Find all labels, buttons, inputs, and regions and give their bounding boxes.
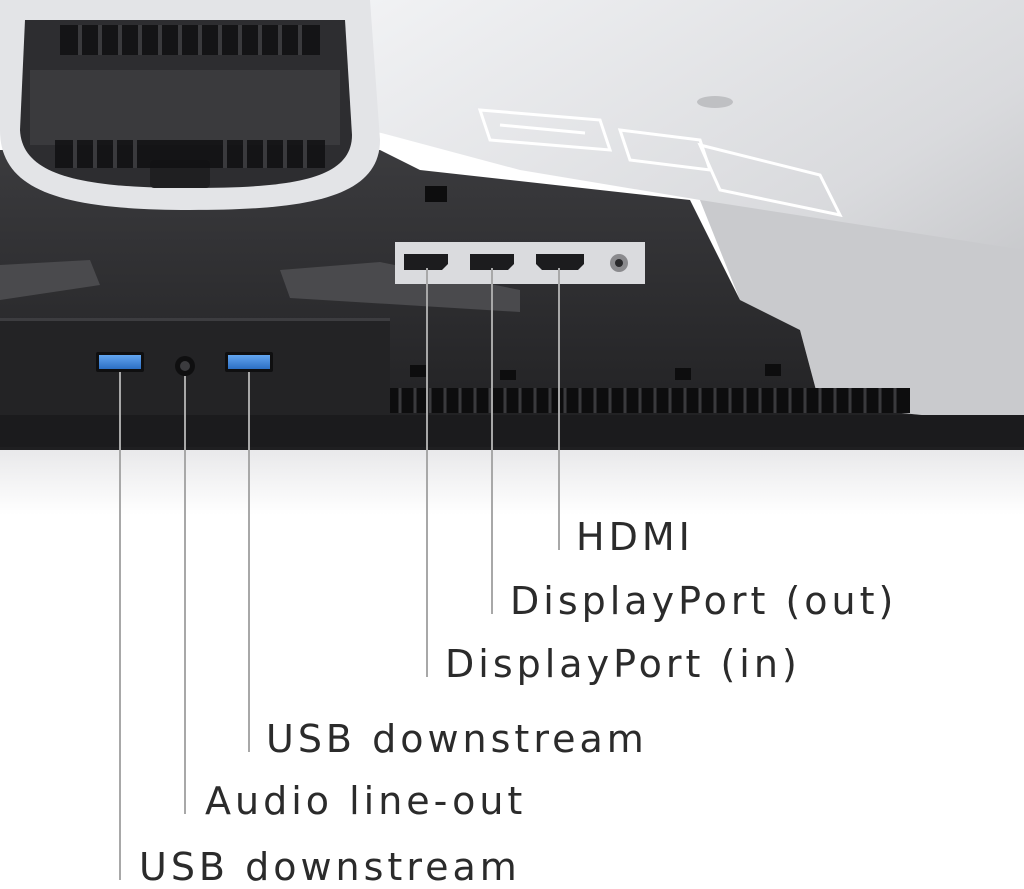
displayport-in-port-icon: [404, 254, 448, 270]
usb-downstream-left-port-icon: [96, 352, 144, 372]
displayport-out-port-icon: [470, 254, 514, 270]
callout-label-hdmi: HDMI: [576, 515, 694, 559]
callout-label-usb-downstream-right: USB downstream: [266, 717, 648, 761]
brand-logo-outline-icon: [477, 108, 843, 218]
center-bracket-arm: [280, 262, 520, 312]
usb-downstream-right-port-icon: [225, 352, 273, 372]
left-bracket-arm: [0, 260, 100, 300]
tilt-marker-icon: [697, 96, 733, 108]
callout-label-audio-line-out: Audio line-out: [205, 779, 527, 823]
bottom-edge: [0, 415, 1024, 447]
callout-leader-lines: [119, 268, 560, 880]
silver-side-face: [700, 200, 1024, 425]
callout-label-displayport-out: DisplayPort (out): [510, 579, 898, 623]
floor-reflection: [0, 445, 1024, 515]
audio-line-out-port-icon: [175, 356, 195, 376]
bottom-vent-slots: [390, 388, 910, 413]
callout-label-displayport-in: DisplayPort (in): [445, 642, 801, 686]
stand-mount: [0, 0, 380, 210]
hdmi-port-icon: [536, 254, 584, 270]
callout-label-usb-downstream-left: USB downstream: [139, 845, 521, 889]
front-io-bar: [0, 318, 390, 420]
